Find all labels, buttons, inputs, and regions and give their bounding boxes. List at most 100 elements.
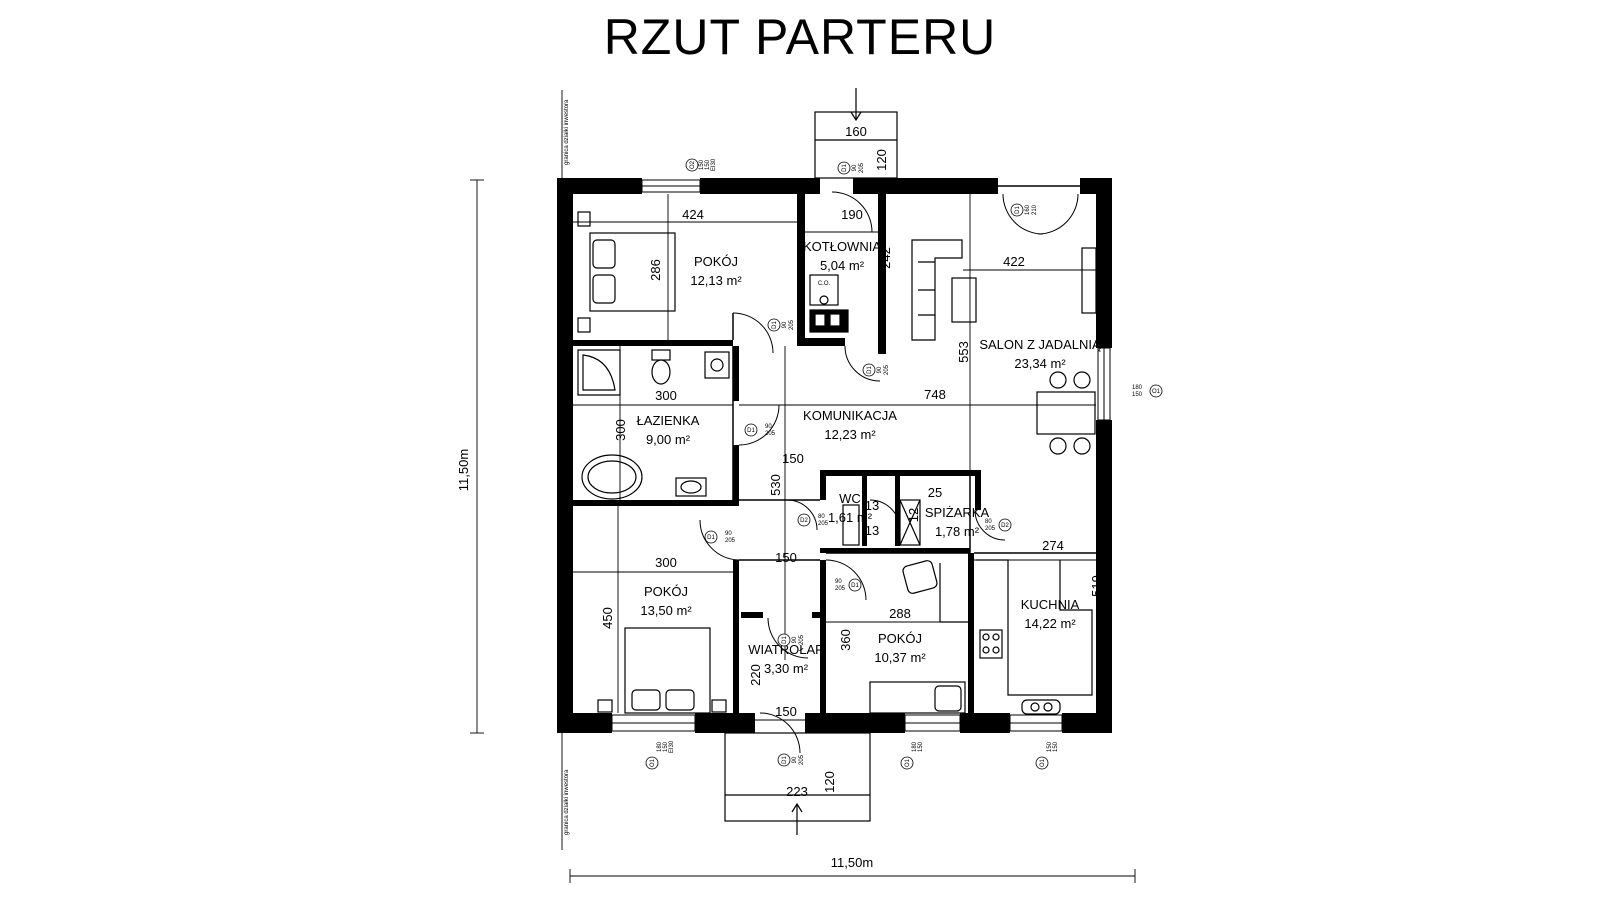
svg-text:O1: O1 [650, 758, 656, 767]
dimension-label: 274 [1042, 538, 1064, 553]
dimension-label: 530 [768, 474, 783, 496]
room-area-pokoj-3: 10,37 m² [874, 650, 926, 665]
window-tag: O2 150 150 EI30 [685, 158, 717, 172]
svg-text:205: 205 [765, 431, 776, 437]
bathtub-icon [577, 349, 643, 500]
overall-height-label: 11,50m [456, 449, 471, 491]
svg-text:210: 210 [1032, 204, 1038, 215]
interior-walls [573, 194, 981, 713]
entrance-steps [724, 88, 898, 835]
svg-text:205: 205 [835, 586, 846, 592]
dimension-label: 150 [775, 704, 797, 719]
dimension-label: 220 [748, 664, 763, 686]
room-area-kuchnia: 14,22 m² [1024, 616, 1076, 631]
svg-text:90: 90 [792, 636, 798, 643]
dimension-label: 120 [822, 771, 837, 793]
window-tags: O2 150 150 EI30 O1 180 150 O1 180 150 EI… [645, 158, 1163, 770]
dimension-label: 300 [613, 419, 628, 441]
dimension-label: 422 [1003, 254, 1025, 269]
kitchen-counter-icon [976, 559, 1093, 715]
dimension-label: 286 [648, 259, 663, 281]
dimension-label: 160 [845, 124, 867, 139]
boiler-label: C.O. [818, 281, 831, 287]
svg-text:150: 150 [705, 159, 711, 170]
dimension-label: 450 [600, 607, 615, 629]
dimension-label: 223 [786, 784, 808, 799]
svg-text:D1: D1 [851, 583, 859, 589]
svg-text:80: 80 [818, 514, 825, 520]
dimension-lines [470, 90, 1136, 883]
room-name-kotlownia: KOTŁOWNIA [803, 239, 881, 254]
dimension-label: 748 [924, 387, 946, 402]
tv-unit-icon [1081, 247, 1097, 314]
svg-text:150: 150 [663, 741, 669, 752]
room-area-salon: 23,34 m² [1014, 356, 1066, 371]
sink-icon [675, 351, 730, 497]
svg-text:150: 150 [1132, 392, 1143, 398]
bed-icon [869, 681, 966, 714]
room-area-pokoj-2: 13,50 m² [640, 603, 692, 618]
svg-text:D1: D1 [867, 366, 873, 374]
windows [611, 179, 1111, 732]
svg-text:D1: D1 [772, 321, 778, 329]
window-tag: O1 180 150 [900, 741, 924, 770]
svg-text:205: 205 [985, 526, 996, 532]
room-name-wiatrolap: WIATROŁAP [748, 642, 824, 657]
svg-text:150: 150 [699, 159, 705, 170]
dimension-label: 12 [906, 508, 921, 522]
room-area-kotlownia: 5,04 m² [820, 258, 865, 273]
boundary-note: granica działki inwestora [564, 99, 570, 165]
dimension-label: 288 [889, 606, 911, 621]
dimension-label: 190 [841, 207, 863, 222]
svg-text:D1: D1 [707, 535, 715, 541]
room-name-kuchnia: KUCHNIA [1021, 597, 1080, 612]
dining-table-icon [1036, 371, 1096, 455]
dimension-label: 300 [655, 388, 677, 403]
svg-text:205: 205 [818, 521, 829, 527]
dimension-label: 553 [956, 341, 971, 363]
wc-toilet-icon [842, 504, 860, 546]
svg-text:160: 160 [1025, 204, 1031, 215]
room-name-spizarka: SPIŻARKA [925, 505, 990, 520]
svg-text:90: 90 [835, 579, 842, 585]
svg-text:90: 90 [792, 756, 798, 763]
door-tag: D2 80 205 [797, 513, 829, 527]
room-labels: POKÓJ 12,13 m² KOTŁOWNIA 5,04 m² SALON Z… [637, 239, 1101, 676]
svg-text:150: 150 [1053, 741, 1059, 752]
window-tag: O1 180 150 [1132, 384, 1163, 398]
svg-text:180: 180 [912, 741, 918, 752]
dimension-label: 242 [878, 247, 893, 269]
svg-text:205: 205 [884, 364, 890, 375]
svg-text:O1: O1 [905, 758, 911, 767]
svg-text:205: 205 [859, 162, 865, 173]
dimension-labels: 160 120 424 190 242 286 422 553 748 300 … [600, 124, 1104, 799]
window-tag: O1 180 150 EI30 [645, 740, 675, 770]
svg-text:205: 205 [799, 754, 805, 765]
bed-icon [577, 211, 676, 333]
exterior-walls [557, 178, 1112, 733]
door-tags: D1 90 205 D1 90 205 D1 90 205 D1 90 205 … [704, 161, 1038, 767]
room-area-lazienka: 9,00 m² [646, 432, 691, 447]
room-area-wiatrolap: 3,30 m² [764, 661, 809, 676]
room-name-komunikacja: KOMUNIKACJA [803, 408, 897, 423]
room-name-pokoj-3: POKÓJ [878, 631, 922, 646]
svg-text:205: 205 [799, 634, 805, 645]
door-tag: D1 90 205 [777, 753, 805, 767]
overall-width-label: 11,50m [831, 855, 873, 870]
door-tag: D1 90 205 [835, 578, 862, 592]
svg-text:D2: D2 [800, 518, 808, 524]
dimension-label: 120 [874, 149, 889, 171]
svg-text:O2: O2 [690, 160, 696, 169]
svg-text:EI30: EI30 [711, 158, 717, 171]
door-tag: D1 90 205 [744, 423, 776, 437]
toilet-icon [651, 349, 671, 385]
dimension-label: 424 [682, 207, 704, 222]
boiler-icon [809, 274, 849, 333]
svg-text:180: 180 [1132, 385, 1143, 391]
room-area-wc: 1,61 m² [828, 510, 873, 525]
door-tag: D1 90 205 [837, 161, 865, 175]
door-tag: D1 160 210 [1010, 203, 1038, 217]
door-tag: D1 90 205 [704, 530, 736, 544]
svg-text:90: 90 [877, 366, 883, 373]
